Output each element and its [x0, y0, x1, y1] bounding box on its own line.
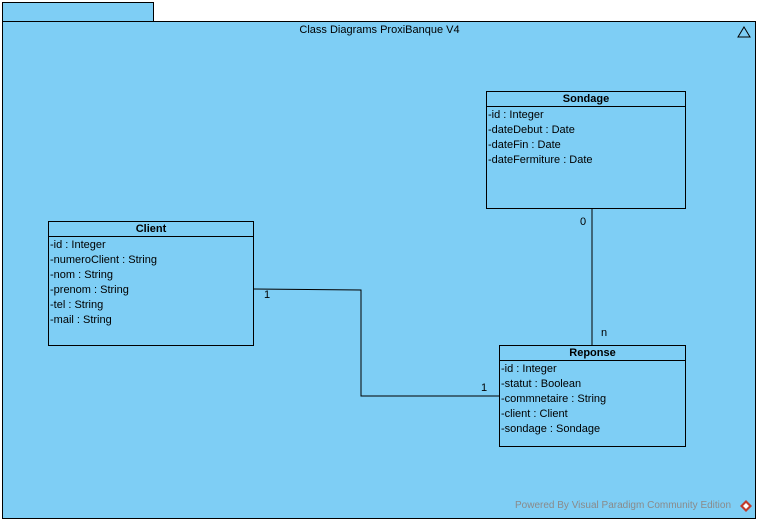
package-tab[interactable]	[2, 2, 154, 22]
attribute: -tel : String	[50, 299, 104, 311]
attribute: -id : Integer	[501, 363, 557, 375]
attribute: -dateFermiture : Date	[488, 154, 593, 166]
multiplicity-sondage-end: 0	[580, 216, 587, 228]
attribute: -statut : Boolean	[501, 378, 582, 390]
multiplicity-reponse-end-sondage: n	[601, 327, 608, 339]
attribute: -commnetaire : String	[501, 393, 607, 405]
triangle-icon	[737, 26, 751, 38]
footer-text: Powered By Visual Paradigm Community Edi…	[515, 500, 732, 511]
attribute: -sondage : Sondage	[501, 423, 601, 435]
attribute: -id : Integer	[488, 109, 544, 121]
class-reponse[interactable]: Reponse -id : Integer -statut : Boolean …	[499, 345, 686, 447]
class-name: Client	[49, 222, 253, 237]
class-sondage[interactable]: Sondage -id : Integer -dateDebut : Date …	[486, 91, 686, 209]
association-client-reponse	[252, 288, 499, 397]
multiplicity-client-end: 1	[264, 289, 271, 301]
multiplicity-reponse-end-client: 1	[481, 382, 488, 394]
diagram-title: Class Diagrams ProxiBanque V4	[299, 24, 460, 36]
visual-paradigm-logo-icon	[740, 500, 752, 512]
class-name: Sondage	[487, 92, 685, 107]
attribute: -id : Integer	[50, 239, 106, 251]
attribute: -mail : String	[50, 314, 112, 326]
attribute: -client : Client	[501, 408, 568, 420]
class-name: Reponse	[500, 346, 685, 361]
attribute: -dateFin : Date	[488, 139, 561, 151]
class-client[interactable]: Client -id : Integer -numeroClient : Str…	[48, 221, 254, 346]
attribute: -prenom : String	[50, 284, 129, 296]
attribute: -numeroClient : String	[50, 254, 157, 266]
attribute: -dateDebut : Date	[488, 124, 575, 136]
attribute: -nom : String	[50, 269, 113, 281]
